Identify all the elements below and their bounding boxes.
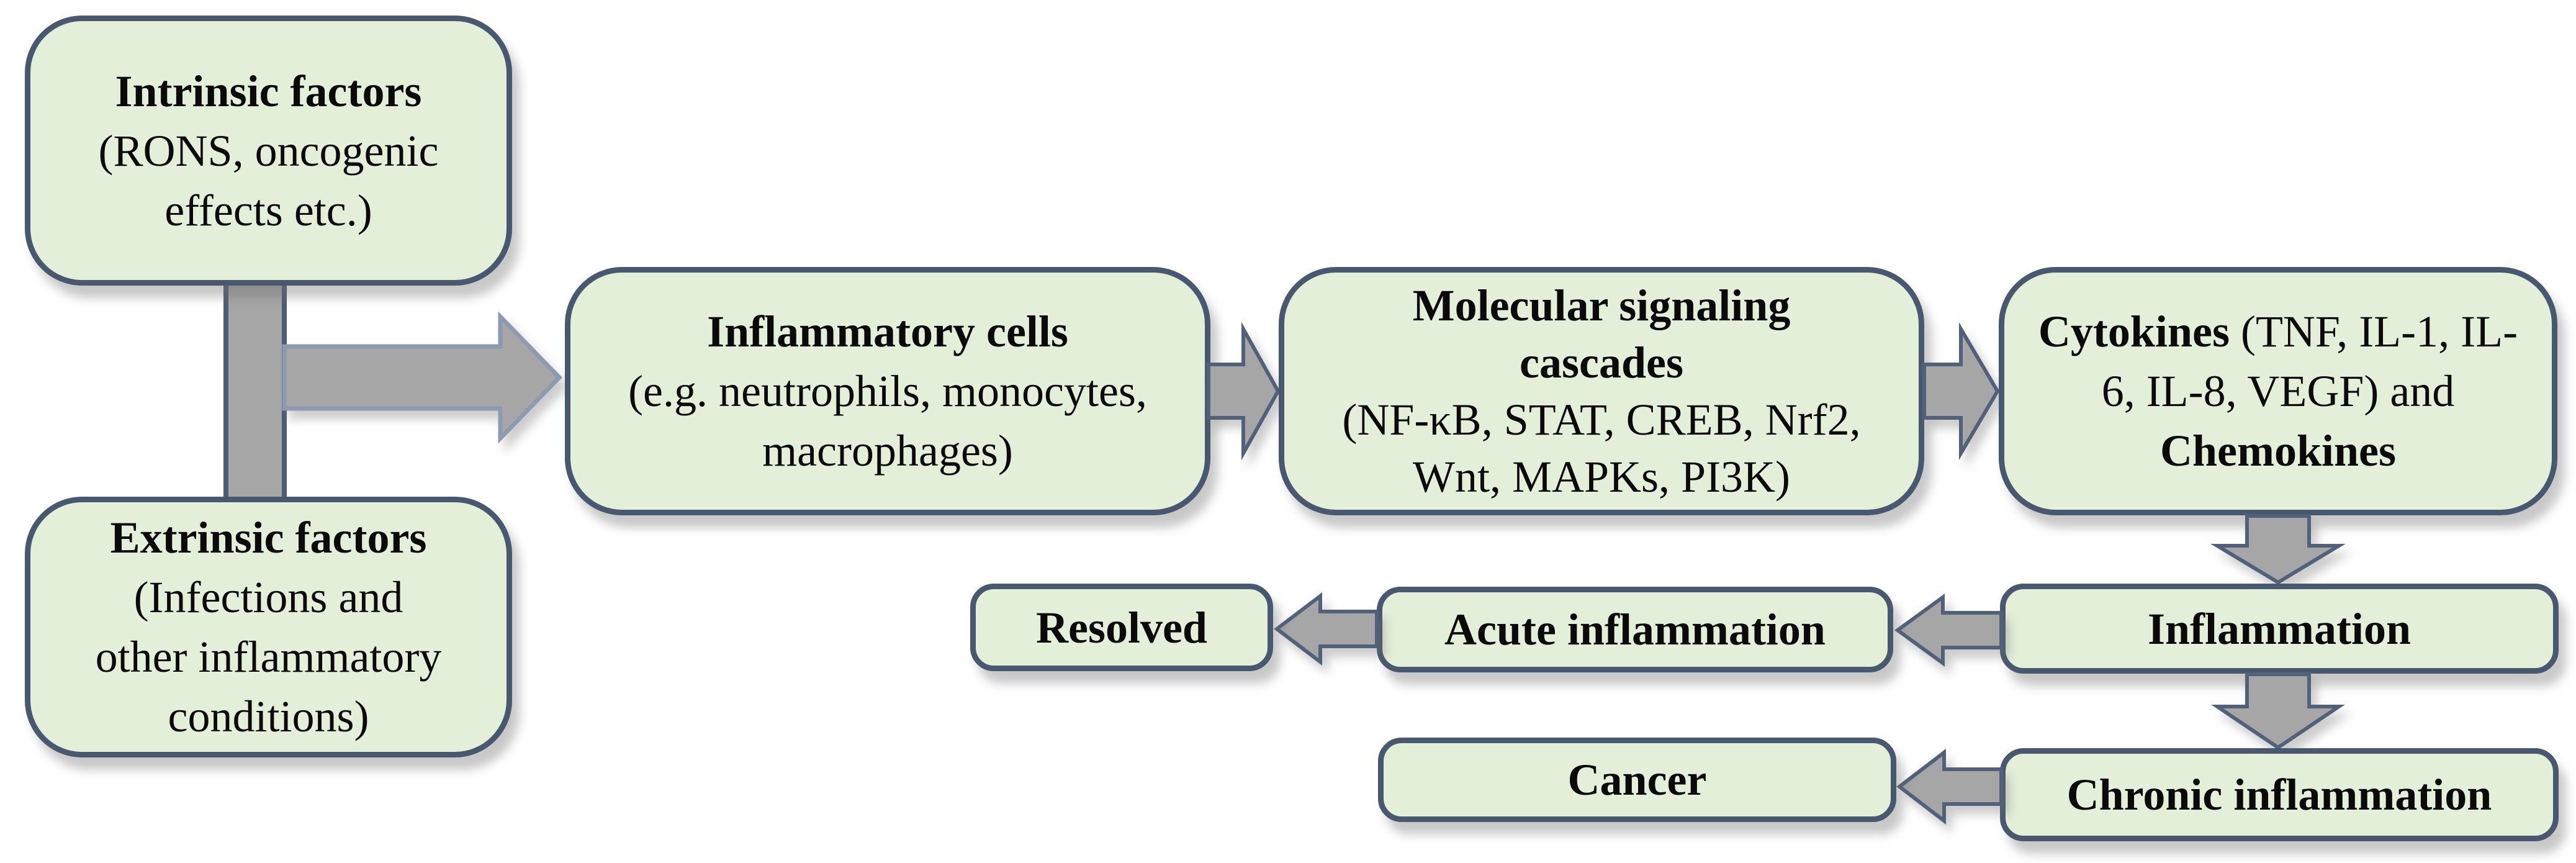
box-line: (Infections and (133, 572, 403, 622)
box-line: Intrinsic factors (115, 66, 422, 116)
resolved-box: Resolved (970, 584, 1273, 671)
box-line-bold: Cytokines (2038, 307, 2230, 356)
arrow-acute-to-resolved (1274, 592, 1379, 666)
extrinsic-factors-box: Extrinsic factors (Infections and other … (25, 497, 512, 757)
box-line: cascades (1520, 338, 1683, 387)
box-line: 6, IL-8, VEGF) and (2101, 366, 2455, 416)
box-line: (e.g. neutrophils, monocytes, (628, 366, 1147, 416)
box-line: other inflammatory (95, 632, 442, 682)
factors-vertical-connector (223, 281, 287, 502)
arrow-chronic-to-cancer (1896, 748, 2003, 825)
box-line-rest: (TNF, IL-1, IL- (2229, 307, 2518, 356)
box-label: Chronic inflammation (2066, 770, 2492, 820)
inflammatory-cells-box: Inflammatory cells (e.g. neutrophils, mo… (565, 267, 1210, 515)
arrow-signaling-to-cytokines (1922, 322, 2000, 460)
chronic-inflammation-box: Chronic inflammation (2000, 748, 2559, 841)
box-label: Resolved (1036, 602, 1207, 653)
molecular-signaling-box: Molecular signaling cascades (NF-κB, STA… (1279, 267, 1924, 515)
cancer-box: Cancer (1378, 738, 1896, 822)
acute-inflammation-box: Acute inflammation (1377, 587, 1893, 672)
intrinsic-factors-box: Intrinsic factors (RONS, oncogenic effec… (25, 16, 512, 286)
inflammation-box: Inflammation (2000, 584, 2559, 674)
cytokines-chemokines-box: Cytokines (TNF, IL-1, IL- 6, IL-8, VEGF)… (1999, 267, 2557, 515)
box-line: Molecular signaling (1412, 281, 1791, 330)
arrow-inflammation-to-acute (1894, 594, 2003, 667)
arrow-cells-to-signaling (1207, 322, 1281, 461)
box-line: Wnt, MAPKs, PI3K) (1412, 452, 1791, 502)
box-line: Inflammatory cells (707, 307, 1068, 356)
arrow-factors-to-cells (282, 311, 562, 444)
box-line: Cytokines (TNF, IL-1, IL- (2038, 302, 2518, 361)
arrow-cytokines-to-inflammation (2210, 514, 2346, 585)
box-label: Cancer (1567, 755, 1707, 805)
box-line: effects etc.) (164, 185, 372, 235)
arrow-inflammation-to-chronic (2211, 672, 2345, 750)
box-line: (NF-κB, STAT, CREB, Nrf2, (1342, 395, 1861, 445)
box-line: conditions) (168, 692, 369, 741)
box-line: (RONS, oncogenic (98, 125, 439, 176)
box-label: Acute inflammation (1444, 605, 1826, 654)
box-label: Inflammation (2147, 603, 2412, 654)
box-line: Chemokines (2159, 426, 2397, 476)
box-line: macrophages) (762, 426, 1013, 476)
box-line: Extrinsic factors (110, 513, 427, 563)
